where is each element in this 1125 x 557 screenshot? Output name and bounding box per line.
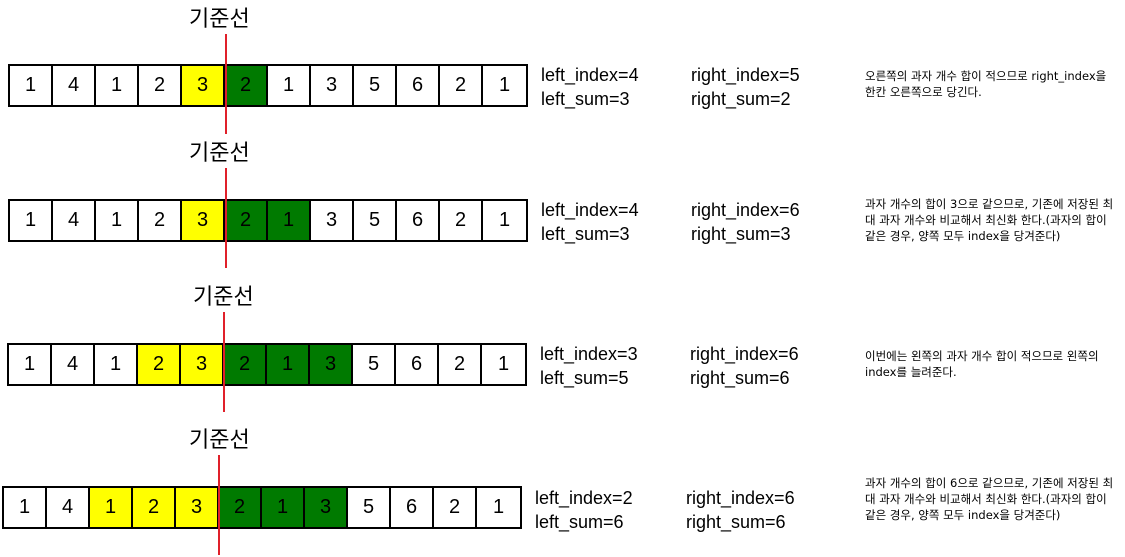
array-cell: 4 <box>47 488 90 527</box>
array-cell: 6 <box>396 345 439 384</box>
array-cell: 1 <box>10 201 53 240</box>
right-index-text: right_index=6 <box>690 344 799 364</box>
right-values: right_index=5 right_sum=2 <box>691 63 800 111</box>
step-note: 과자 개수의 합이 6으로 같으므로, 기존에 저장된 최대 과자 개수와 비교… <box>865 476 1114 522</box>
left-sum-text: left_sum=6 <box>535 512 624 532</box>
step-note: 오른쪽의 과자 개수 합이 적으므로 right_index을 한칸 오른쪽으로… <box>865 69 1107 99</box>
array-cell: 4 <box>53 66 96 105</box>
array-cell: 1 <box>498 209 511 231</box>
right-sum-text: right_sum=2 <box>691 89 791 109</box>
array-cell: 1 <box>497 353 510 375</box>
array-cell: 3 <box>311 201 354 240</box>
array-cell: 2 <box>133 488 176 527</box>
array-cell: 5 <box>353 345 396 384</box>
array-cell: 3 <box>182 66 225 105</box>
array-cell: 6 <box>397 201 440 240</box>
array-cell: 4 <box>53 201 96 240</box>
left-index-text: left_index=4 <box>541 200 639 220</box>
array-cell: 1 <box>267 345 310 384</box>
step-1: 기준선 1 4 1 2 3 2 1 3 5 6 2 1 left_index=4… <box>0 0 1125 139</box>
right-values: right_index=6 right_sum=3 <box>691 198 800 246</box>
array-cell: 1 <box>9 345 52 384</box>
array-cell: 4 <box>52 345 95 384</box>
left-values: left_index=4 left_sum=3 <box>541 198 639 246</box>
left-index-text: left_index=3 <box>540 344 638 364</box>
left-sum-text: left_sum=5 <box>540 368 629 388</box>
array-cell: 1 <box>4 488 47 527</box>
array-cell: 2 <box>439 345 482 384</box>
array-cell: 2 <box>139 201 182 240</box>
number-array: 1 4 1 2 3 2 1 3 5 6 2 1 <box>7 343 527 386</box>
baseline-label: 기준선 <box>189 428 250 453</box>
array-cell: 1 <box>95 345 138 384</box>
array-cell: 3 <box>176 488 219 527</box>
step-3: 기준선 1 4 1 2 3 2 1 3 5 6 2 1 left_index=3… <box>0 0 1125 412</box>
array-cell: 3 <box>311 66 354 105</box>
baseline-marker <box>223 312 225 412</box>
array-cell: 1 <box>10 66 53 105</box>
array-cell: 2 <box>440 66 483 105</box>
array-cell: 1 <box>96 201 139 240</box>
array-cell: 2 <box>225 66 268 105</box>
array-cell: 2 <box>440 201 483 240</box>
array-cell: 1 <box>268 66 311 105</box>
right-values: right_index=6 right_sum=6 <box>690 342 799 390</box>
left-sum-text: left_sum=3 <box>541 89 630 109</box>
array-cell: 1 <box>96 66 139 105</box>
baseline-label: 기준선 <box>193 285 254 310</box>
baseline-marker <box>225 34 227 134</box>
right-values: right_index=6 right_sum=6 <box>686 486 795 534</box>
array-cell: 1 <box>268 201 311 240</box>
array-cell: 6 <box>391 488 434 527</box>
array-cell: 5 <box>348 488 391 527</box>
array-cell: 2 <box>219 488 262 527</box>
array-cell: 2 <box>225 201 268 240</box>
array-cell: 2 <box>139 66 182 105</box>
left-values: left_index=4 left_sum=3 <box>541 63 639 111</box>
baseline-marker <box>225 168 227 268</box>
array-cell: 1 <box>90 488 133 527</box>
array-cell: 2 <box>434 488 477 527</box>
array-cell: 1 <box>492 496 505 518</box>
right-index-text: right_index=5 <box>691 65 800 85</box>
number-array: 1 4 1 2 3 2 1 3 5 6 2 1 <box>2 486 522 529</box>
right-index-text: right_index=6 <box>686 488 795 508</box>
baseline-label: 기준선 <box>189 7 250 32</box>
array-cell: 2 <box>138 345 181 384</box>
step-note: 이번에는 왼쪽의 과자 개수 합이 적으므로 왼쪽의 index를 늘려준다. <box>865 349 1099 379</box>
right-sum-text: right_sum=6 <box>690 368 790 388</box>
array-cell: 5 <box>354 201 397 240</box>
left-values: left_index=2 left_sum=6 <box>535 486 633 534</box>
array-cell: 3 <box>305 488 348 527</box>
left-index-text: left_index=2 <box>535 488 633 508</box>
array-cell: 3 <box>182 201 225 240</box>
step-2: 기준선 1 4 1 2 3 2 1 3 5 6 2 1 left_index=4… <box>0 0 1125 268</box>
array-cell: 5 <box>354 66 397 105</box>
number-array: 1 4 1 2 3 2 1 3 5 6 2 1 <box>8 199 528 242</box>
baseline-marker <box>218 455 220 555</box>
right-sum-text: right_sum=3 <box>691 224 791 244</box>
array-cell: 6 <box>397 66 440 105</box>
right-sum-text: right_sum=6 <box>686 512 786 532</box>
array-cell: 1 <box>498 74 511 96</box>
left-index-text: left_index=4 <box>541 65 639 85</box>
baseline-label: 기준선 <box>189 141 250 166</box>
array-cell: 3 <box>310 345 353 384</box>
array-cell: 2 <box>224 345 267 384</box>
number-array: 1 4 1 2 3 2 1 3 5 6 2 1 <box>8 64 528 107</box>
step-note: 과자 개수의 합이 3으로 같으므로, 기존에 저장된 최대 과자 개수와 비교… <box>865 197 1114 243</box>
left-sum-text: left_sum=3 <box>541 224 630 244</box>
right-index-text: right_index=6 <box>691 200 800 220</box>
array-cell: 1 <box>262 488 305 527</box>
left-values: left_index=3 left_sum=5 <box>540 342 638 390</box>
array-cell: 3 <box>181 345 224 384</box>
